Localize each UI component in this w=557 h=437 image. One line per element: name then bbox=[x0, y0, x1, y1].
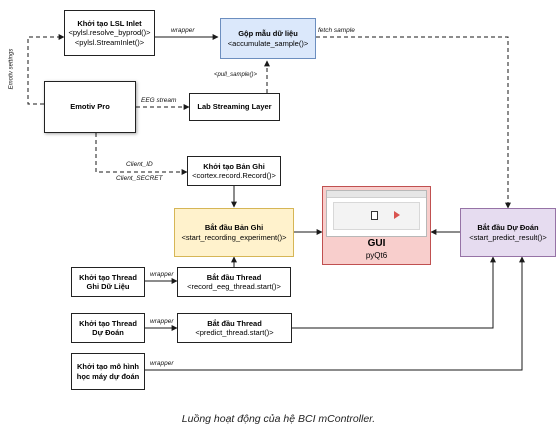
edge-thread-to-predict bbox=[292, 256, 496, 329]
edge-label-fetch-sample: fetch sample bbox=[318, 27, 355, 34]
edge-fetch-sample bbox=[316, 36, 511, 209]
edge-label-pull-sample: <pull_sample()> bbox=[214, 72, 258, 78]
edge-label-emotiv-settings: Emotiv settings bbox=[8, 48, 15, 90]
node-line: <start_recording_experiment()> bbox=[181, 232, 287, 242]
node-title: Bắt đầu Dự Đoán bbox=[477, 223, 539, 233]
node-title: Lab Streaming Layer bbox=[197, 102, 272, 112]
node-title: Emotiv Pro bbox=[70, 102, 110, 112]
node-title: Khởi tạo Bản Ghi bbox=[203, 161, 265, 171]
node-line: <cortex.record.Record()> bbox=[192, 171, 276, 180]
gui-idle-icon bbox=[371, 211, 378, 220]
node-title: Khởi tạo mô hình bbox=[77, 362, 139, 372]
edge-label-wrapper-thread-predict: wrapper bbox=[150, 318, 174, 325]
node-line: <record_eeg_thread.start()> bbox=[187, 282, 281, 291]
node-accumulate: Gộp mẫu dữ liệu <accumulate_sample()> bbox=[220, 18, 316, 59]
node-start-thread-record: Bắt đầu Thread <record_eeg_thread.start(… bbox=[177, 267, 291, 297]
node-line: <predict_thread.start()> bbox=[195, 328, 274, 337]
node-line: học máy dự đoán bbox=[76, 371, 140, 381]
figure-caption: Luồng hoạt động của hệ BCI mController. bbox=[181, 413, 376, 425]
node-title: Khởi tạo Thread bbox=[79, 272, 137, 282]
node-gui: GUI pyQt6 bbox=[322, 186, 431, 265]
node-init-model: Khởi tạo mô hình học máy dự đoán bbox=[71, 353, 145, 390]
node-line: Ghi Dữ Liệu bbox=[86, 282, 130, 291]
node-start-predict: Bắt đầu Dự Đoán <start_predict_result()> bbox=[460, 208, 556, 257]
gui-subtitle: pyQt6 bbox=[365, 251, 388, 260]
node-title: Gộp mẫu dữ liệu bbox=[238, 29, 298, 39]
node-start-record: Bắt đầu Bản Ghi <start_recording_experim… bbox=[174, 208, 294, 257]
node-line: <start_predict_result()> bbox=[469, 232, 547, 242]
node-title: Bắt đầu Bản Ghi bbox=[204, 223, 264, 233]
node-start-thread-predict: Bắt đầu Thread <predict_thread.start()> bbox=[177, 313, 292, 343]
edge-label-client-id: Client_ID bbox=[126, 161, 153, 168]
edge-label-client-secret: Client_SECRET bbox=[116, 175, 163, 182]
node-lsl-layer: Lab Streaming Layer bbox=[189, 93, 280, 121]
node-title: Bắt đầu Thread bbox=[207, 318, 262, 328]
edge-label-wrapper-top: wrapper bbox=[171, 27, 195, 34]
node-title: Bắt đầu Thread bbox=[206, 272, 262, 282]
node-line: Dự Đoán bbox=[92, 328, 124, 337]
node-title: Khởi tạo LSL Inlet bbox=[77, 18, 142, 28]
edge-client-credentials bbox=[95, 133, 188, 175]
node-init-record: Khởi tạo Bản Ghi <cortex.record.Record()… bbox=[187, 156, 281, 186]
edge-label-wrapper-model: wrapper bbox=[150, 360, 174, 367]
node-emotiv-pro: Emotiv Pro bbox=[44, 81, 136, 133]
node-line: <pylsl.resolve_byprod()> bbox=[68, 28, 151, 38]
node-lsl-inlet: Khởi tạo LSL Inlet <pylsl.resolve_byprod… bbox=[64, 10, 155, 56]
node-line: <pylsl.StreamInlet()> bbox=[74, 37, 145, 47]
edge-label-wrapper-thread-record: wrapper bbox=[150, 271, 174, 278]
arrow-right-icon bbox=[394, 211, 400, 219]
gui-title: GUI bbox=[367, 238, 386, 249]
edge-emotiv-settings bbox=[27, 34, 65, 105]
node-title: Khởi tạo Thread bbox=[79, 318, 137, 328]
edge-model-to-predict bbox=[145, 256, 525, 371]
gui-window-titlebar bbox=[327, 191, 426, 198]
edge-label-eeg-stream: EEG stream bbox=[141, 97, 177, 104]
node-line: <accumulate_sample()> bbox=[227, 38, 309, 48]
node-init-thread-predict: Khởi tạo Thread Dự Đoán bbox=[71, 313, 145, 343]
gui-window-thumbnail bbox=[326, 190, 427, 237]
node-init-thread-record: Khởi tạo Thread Ghi Dữ Liệu bbox=[71, 267, 145, 297]
